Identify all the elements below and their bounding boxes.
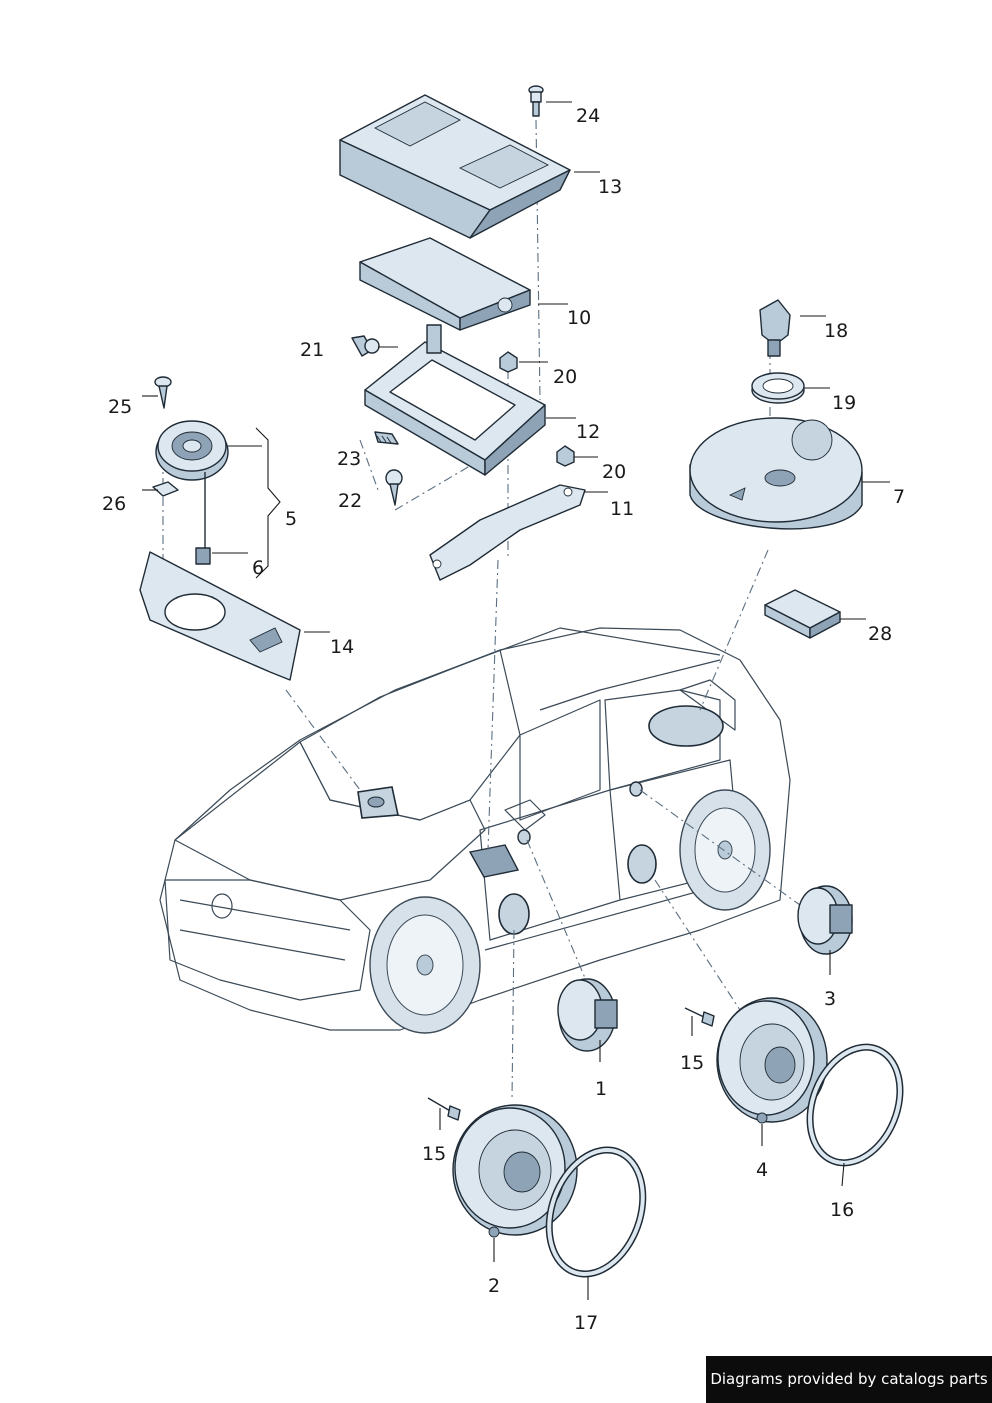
callout-15-lower: 15 — [422, 1143, 446, 1165]
part-26-clip — [152, 481, 179, 497]
callout-5: 5 — [285, 508, 297, 530]
callout-2: 2 — [488, 1275, 500, 1297]
callout-13: 13 — [598, 176, 622, 198]
part-7-subwoofer — [689, 417, 863, 530]
part-16-seal-ring — [806, 1043, 904, 1167]
part-20-nut-upper — [499, 351, 518, 373]
callout-4: 4 — [756, 1159, 768, 1181]
part-22-screw — [385, 469, 403, 506]
callout-19: 19 — [832, 392, 856, 414]
callout-10: 10 — [567, 307, 591, 329]
part-15-screw-upper — [684, 1007, 715, 1027]
callout-15-upper: 15 — [680, 1052, 704, 1074]
rear-wheel — [679, 789, 771, 911]
callout-3: 3 — [824, 988, 836, 1010]
callout-7: 7 — [893, 486, 905, 508]
part-18-connector — [759, 299, 791, 357]
part-28-pad — [764, 589, 841, 639]
part-4-woofer — [716, 997, 828, 1124]
part-11-mounting-plate — [429, 484, 586, 581]
rear-quarter-speaker-location — [648, 705, 724, 747]
callout-11: 11 — [610, 498, 634, 520]
part-1-tweeter — [557, 978, 618, 1052]
part-2-woofer — [452, 1104, 578, 1238]
assembly-lines — [162, 119, 801, 1101]
callout-28: 28 — [868, 623, 892, 645]
part-23-bolt — [374, 431, 399, 445]
vehicle-illustration — [159, 627, 791, 1034]
callout-18: 18 — [824, 320, 848, 342]
part-19-ring — [751, 372, 805, 404]
callout-26: 26 — [102, 493, 126, 515]
callout-21: 21 — [300, 339, 324, 361]
leader-lines — [142, 101, 890, 1300]
part-15-screw-lower — [427, 1097, 461, 1121]
callout-17: 17 — [574, 1312, 598, 1334]
callout-24: 24 — [576, 105, 600, 127]
callout-20-upper: 20 — [553, 366, 577, 388]
footer-credit: Diagrams provided by catalogs parts — [706, 1356, 992, 1403]
callout-23: 23 — [337, 448, 361, 470]
part-24-rivet — [528, 85, 544, 117]
part-3-tweeter — [797, 885, 853, 955]
rear-door-tweeter-location — [629, 781, 643, 797]
callout-25: 25 — [108, 396, 132, 418]
callout-6: 6 — [252, 557, 264, 579]
part-6-connector — [195, 547, 211, 565]
part-14-speaker-bracket — [139, 551, 301, 681]
part-5-speaker — [155, 420, 229, 548]
callout-20-lower: 20 — [602, 461, 626, 483]
front-door-woofer-location — [498, 893, 530, 935]
callout-1: 1 — [595, 1078, 607, 1100]
callout-22: 22 — [338, 490, 362, 512]
callout-12: 12 — [576, 421, 600, 443]
part-25-screw — [154, 376, 172, 409]
part-13-amplifier-cover — [339, 94, 571, 239]
rear-door-woofer-location — [627, 844, 657, 884]
callout-labels: 24 13 10 21 20 12 23 20 22 11 18 19 7 28… — [102, 105, 905, 1334]
part-20-nut-lower — [556, 445, 575, 467]
door-electronics-location — [468, 844, 520, 878]
front-wheel — [369, 896, 481, 1034]
part-21-screw — [351, 335, 380, 357]
part-10-amplifier — [359, 237, 531, 331]
part-17-seal-ring — [545, 1146, 647, 1278]
callout-16: 16 — [830, 1199, 854, 1221]
part-12-bracket — [364, 324, 546, 476]
callout-14: 14 — [330, 636, 354, 658]
